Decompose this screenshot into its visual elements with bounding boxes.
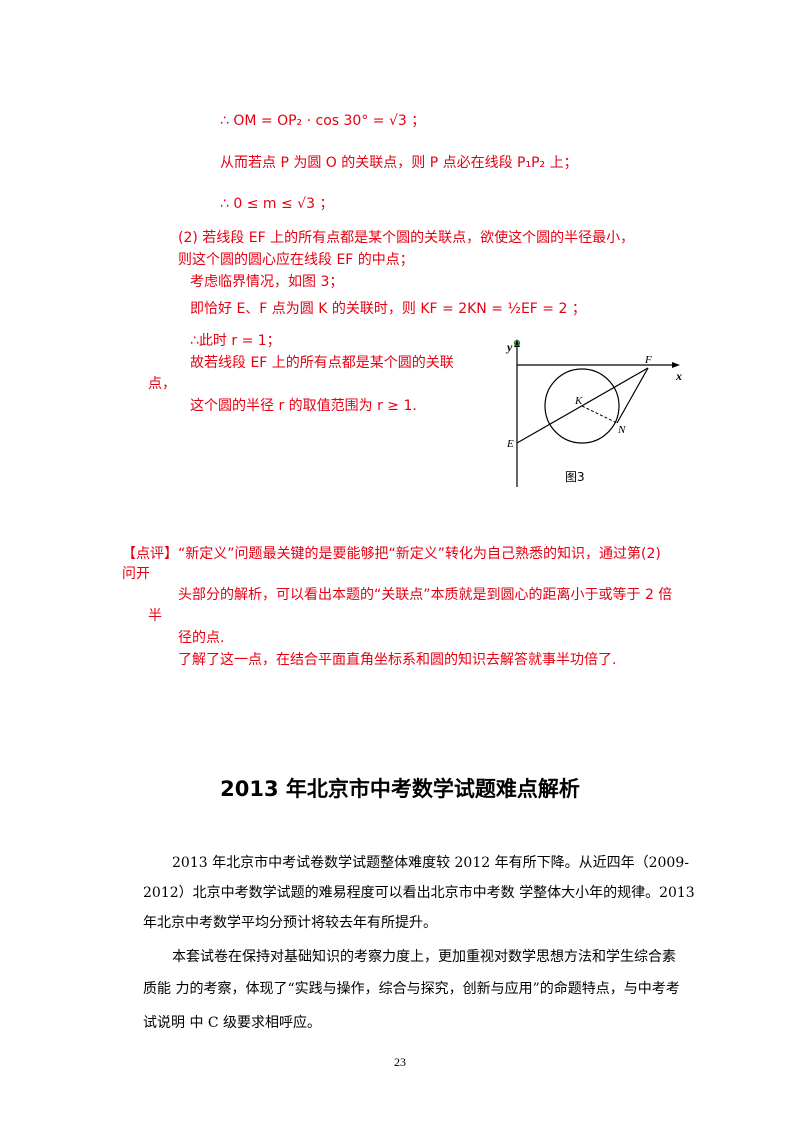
comment-line-1: 【点评】“新定义”问题最关键的是要能够把“新定义”转化为自己熟悉的知识，通过第(… (122, 546, 661, 562)
solution-part2-center: 则这个圆的圆心应在线段 EF 的中点； (178, 252, 414, 268)
article-p2-line1: 本套试卷在保持对基础知识的考察力度上，更加重视对数学思想方法和学生综合素 (172, 949, 676, 965)
segment-ef (516, 367, 649, 444)
solution-part2-kf: 即恰好 E、F 点为圆 K 的关联时，则 KF = 2KN = ½EF = 2 … (190, 301, 586, 317)
comment-line-5: 径的点. (178, 630, 225, 646)
solution-part2-conclusion: 故若线段 EF 上的所有点都是某个圆的关联 (190, 355, 454, 371)
article-p1-line1: 2013 年北京市中考试卷数学试题整体难度较 2012 年有所下降。从近四年（2… (172, 855, 689, 871)
solution-line-relation: 从而若点 P 为圆 O 的关联点，则 P 点必在线段 P₁P₂ 上； (220, 155, 578, 171)
article-p2-line2: 质能 力的考察，体现了“实践与操作，综合与探究，创新与应用”的命题特点，与中考考 (143, 981, 680, 997)
label-f: F (644, 354, 652, 366)
label-x: x (675, 369, 682, 383)
label-y: y (505, 340, 513, 354)
article-p1-line3: 年北京中考数学平均分预计将较去年有所提升。 (143, 915, 437, 931)
comment-line-6: 了解了这一点，在结合平面直角坐标系和圆的知识去解答就事半功倍了. (178, 652, 617, 668)
comment-line-2: 问开 (122, 566, 150, 582)
solution-part2-critical: 考虑临界情况，如图 3； (190, 274, 344, 290)
article-title: 2013 年北京市中考数学试题难点解析 (220, 777, 580, 801)
article-p1-line2: 2012）北京中考数学试题的难易程度可以看出北京市中考数 学整体大小年的规律。2… (143, 885, 695, 901)
label-n: N (617, 424, 626, 436)
label-e: E (506, 438, 514, 450)
page-number: 23 (394, 1055, 406, 1069)
solution-part2-r1: ∴此时 r = 1； (190, 333, 281, 349)
article-p2-line3: 试说明 中 C 级要求相呼应。 (143, 1015, 322, 1031)
origin-marker (513, 339, 521, 347)
solution-part2-conclusion-wrap: 点， (148, 376, 176, 392)
circle-k (544, 368, 620, 444)
label-k: K (574, 395, 583, 407)
solution-line-range-m: ∴ 0 ≤ m ≤ √3 ； (220, 196, 334, 212)
comment-line-3: 头部分的解析，可以看出本题的“关联点”本质就是到圆心的距离小于或等于 2 倍 (178, 587, 673, 603)
figure-3-diagram: y x F K N E 图3 (505, 339, 682, 487)
figure-caption: 图3 (565, 470, 585, 484)
solution-line-om: ∴ OM = OP₂ · cos 30° = √3 ； (220, 113, 426, 129)
solution-part2-radius-range: 这个圆的半径 r 的取值范围为 r ≥ 1. (190, 398, 417, 414)
segment-kn-dashed (581, 405, 618, 424)
solution-part2-intro: (2) 若线段 EF 上的所有点都是某个圆的关联点，欲使这个圆的半径最小， (178, 230, 635, 246)
segment-fn (616, 367, 649, 424)
x-axis-arrow (672, 362, 680, 368)
comment-line-4: 半 (148, 608, 162, 624)
